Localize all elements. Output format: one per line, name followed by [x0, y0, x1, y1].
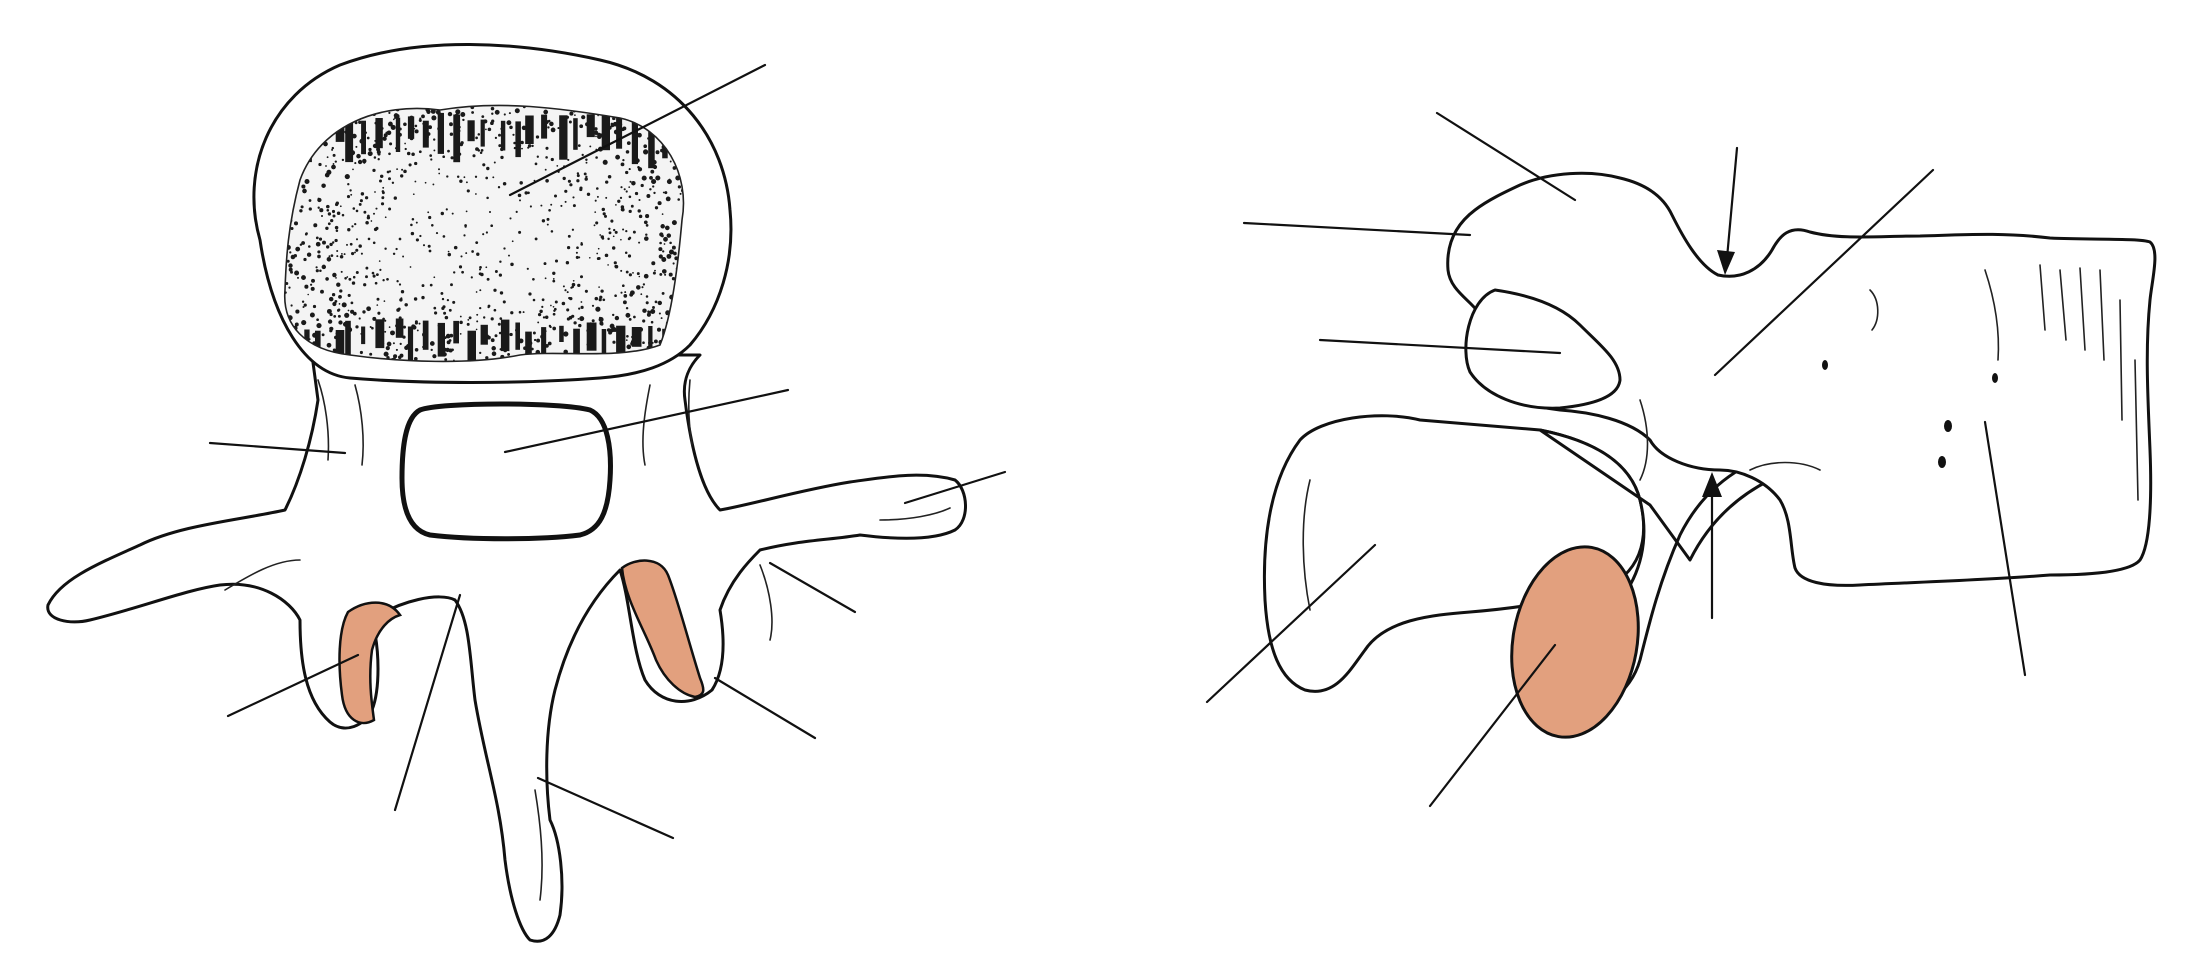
- leader-line-superior-facet-lateral: [1242, 221, 1472, 237]
- superior-notch-arrow-line: [1725, 146, 1739, 260]
- superior-notch-arrowhead: [1717, 250, 1735, 275]
- leader-line-pedicle: [208, 441, 347, 455]
- leader-line-transverse-process-lateral: [1318, 338, 1562, 355]
- leader-line-pedicle-lateral: [1713, 168, 1935, 377]
- leader-line-superior-articular-process: [1435, 111, 1577, 202]
- leader-line-spinous-process-lateral: [1205, 543, 1377, 704]
- lateral-inferior-articular-facet: [1510, 545, 1640, 739]
- cancellous-bone: [284, 105, 684, 362]
- leader-line-inferior-facet-lateral: [1428, 643, 1557, 808]
- leader-line-transverse-process: [903, 470, 1007, 505]
- leader-line-mammillary: [768, 561, 857, 614]
- leader-line-superior-facet-right: [713, 676, 817, 740]
- leader-line-spinous-process: [536, 776, 675, 840]
- vertebral-arch: [46, 353, 967, 943]
- lateral-view: [1205, 111, 2157, 808]
- leader-line-lamina: [393, 593, 462, 812]
- lateral-transverse-process: [1464, 288, 1622, 410]
- inferior-notch-arrowhead: [1702, 472, 1722, 497]
- leader-line-superior-facet-left: [226, 653, 360, 718]
- vertebral-foramen: [399, 401, 613, 542]
- leader-line-body-lateral: [1983, 420, 2027, 677]
- leader-line-body: [508, 63, 767, 197]
- superior-view: [46, 43, 1007, 943]
- leader-line-foramen: [503, 388, 790, 454]
- right-superior-articular-facet: [620, 559, 705, 699]
- left-superior-articular-facet: [338, 601, 403, 725]
